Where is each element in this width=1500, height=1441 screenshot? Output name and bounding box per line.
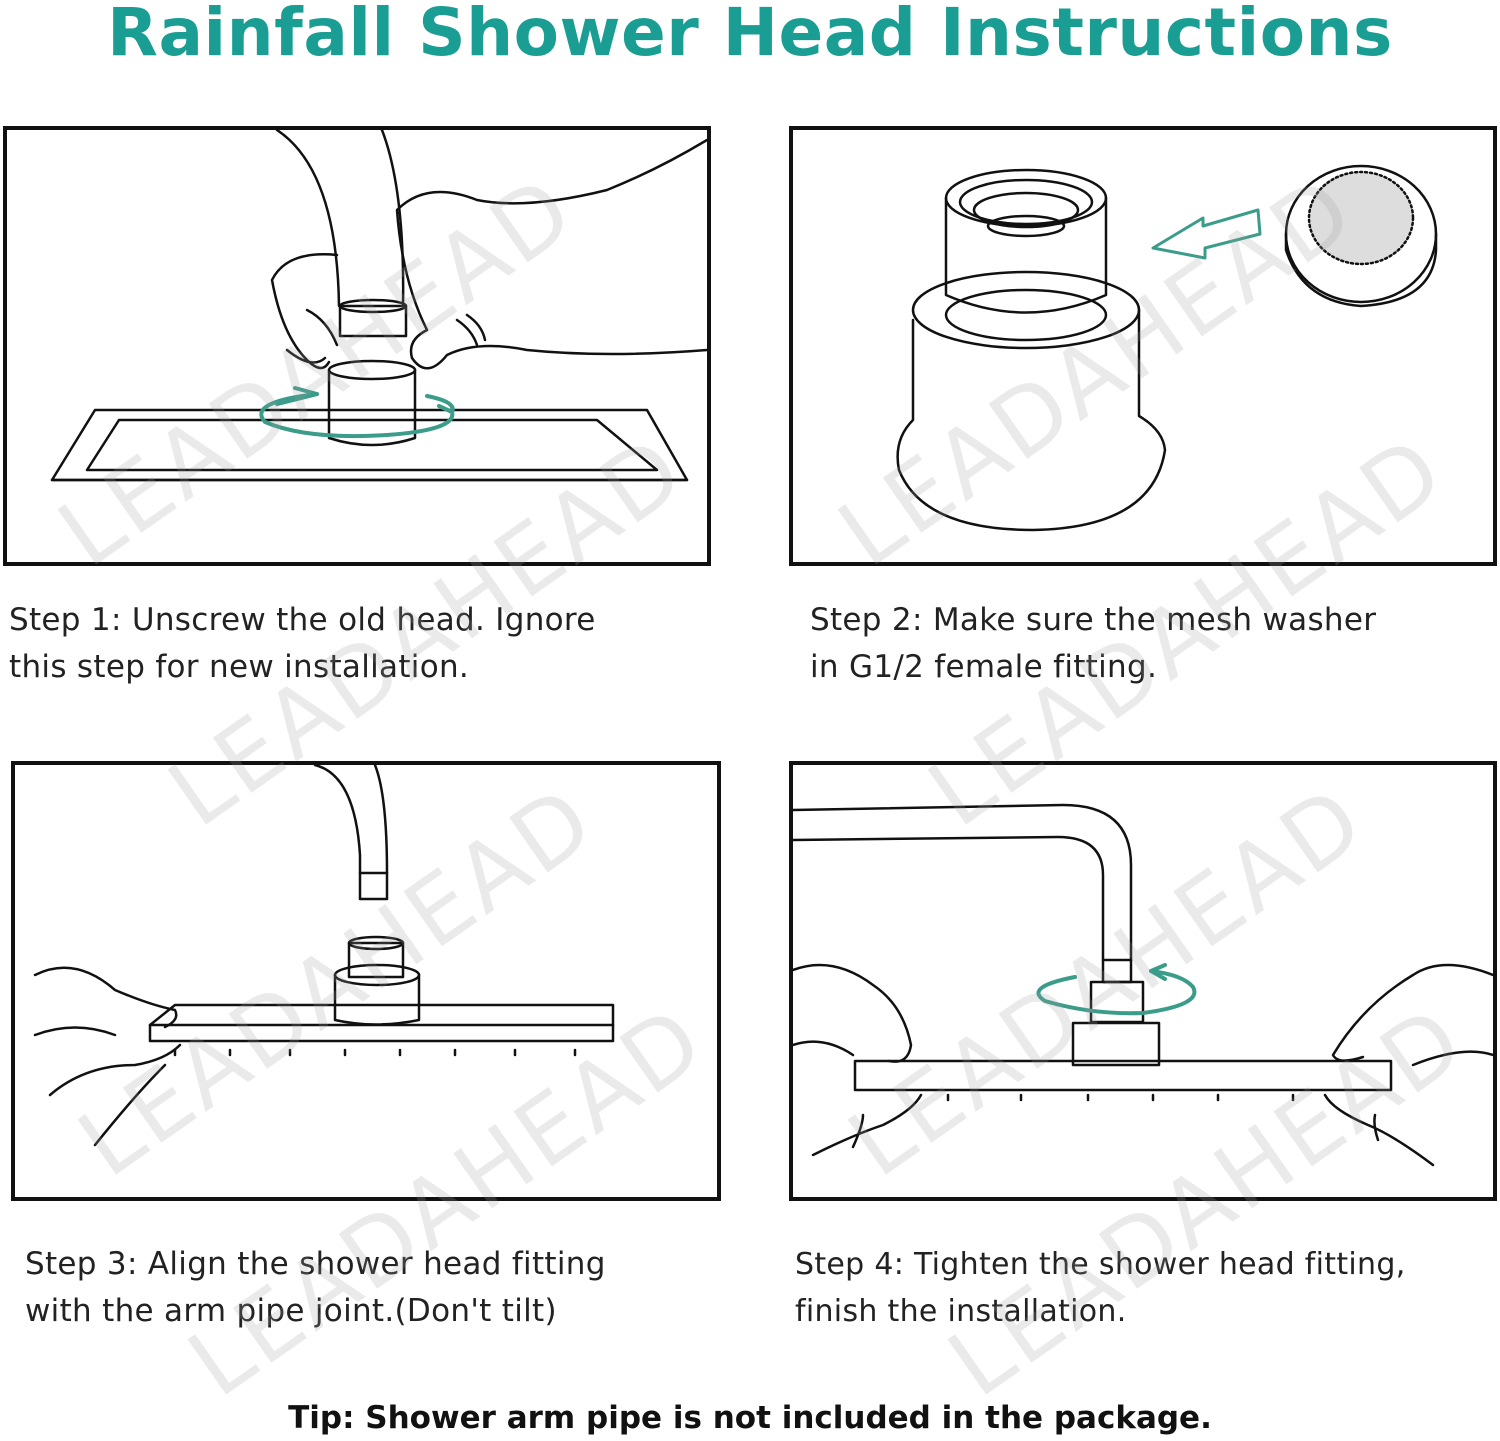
step-4-drawing <box>793 803 1493 1167</box>
step-4-caption: Step 4: Tighten the shower head fitting,… <box>795 1241 1406 1335</box>
step-1-drawing <box>50 130 707 482</box>
step-1-illustration <box>3 126 711 566</box>
step-2-line-1: Step 2: Make sure the mesh washer <box>810 602 1377 638</box>
step-3-line-2: with the arm pipe joint.(Don't tilt) <box>25 1293 557 1329</box>
step-4-line-2: finish the installation. <box>795 1294 1127 1329</box>
step-2-illustration <box>789 126 1497 566</box>
step-1-line-1: Step 1: Unscrew the old head. Ignore <box>9 602 596 638</box>
step-1-line-2: this step for new installation. <box>9 649 470 685</box>
step-1-caption: Step 1: Unscrew the old head. Ignore thi… <box>9 597 596 691</box>
step-3-illustration <box>11 761 721 1201</box>
step-4-illustration <box>789 761 1497 1201</box>
tip-note: Tip: Shower arm pipe is not included in … <box>288 1400 1212 1436</box>
step-4-line-1: Step 4: Tighten the shower head fitting, <box>795 1247 1406 1282</box>
step-3-line-1: Step 3: Align the shower head fitting <box>25 1246 606 1282</box>
step-3-caption: Step 3: Align the shower head fitting wi… <box>25 1241 606 1335</box>
step-2-drawing <box>896 164 1438 532</box>
step-3-drawing <box>33 765 615 1147</box>
step-2-caption: Step 2: Make sure the mesh washer in G1/… <box>810 597 1376 691</box>
step-2-line-2: in G1/2 female fitting. <box>810 649 1158 685</box>
page-title: Rainfall Shower Head Instructions <box>107 0 1393 71</box>
